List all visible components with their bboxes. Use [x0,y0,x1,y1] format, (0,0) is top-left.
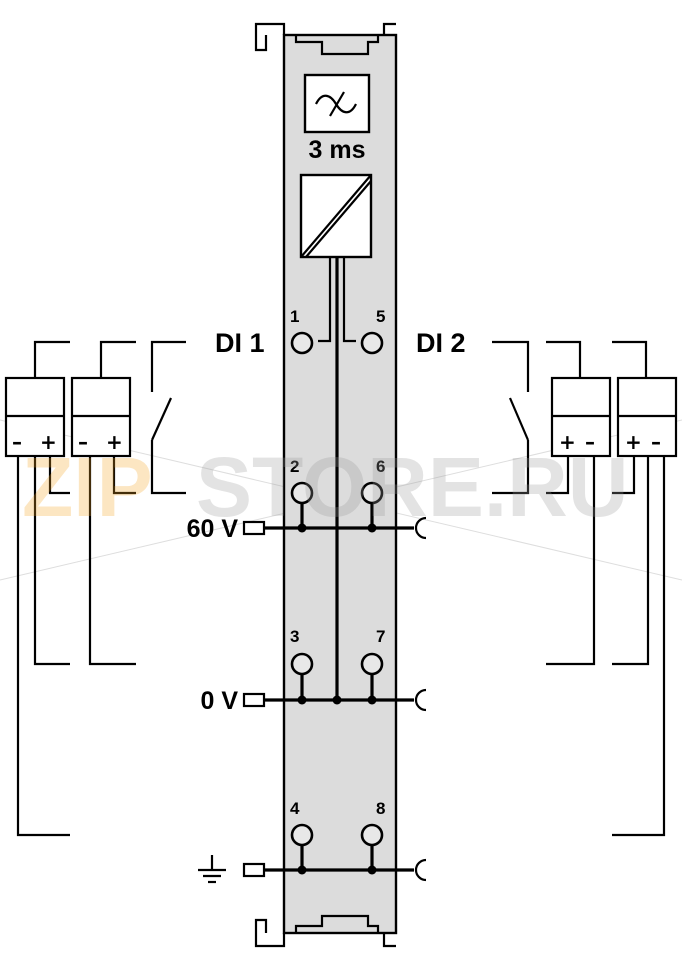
terminal-1 [290,331,314,355]
terminal-4 [290,823,314,847]
terminal-8 [360,823,384,847]
left-2-minus: – [78,430,88,454]
terminal-number-1: 1 [290,307,299,326]
ground-icon [198,855,226,884]
left-1-plus: + [40,430,57,454]
left-2-plus: + [106,430,123,454]
terminal-number-5: 5 [376,307,385,326]
terminal-number-8: 8 [376,799,385,818]
terminal-number-2: 2 [290,457,299,476]
terminal-3 [290,652,314,676]
filter-time-label: 3 ms [309,136,366,164]
power-rails [242,503,427,882]
left-1-minus: – [12,430,22,454]
right-2-plus: + [625,430,642,454]
terminal-numbers: 1 2 3 4 5 6 7 8 [290,307,385,818]
terminal-5 [360,331,384,355]
terminal-number-6: 6 [376,457,385,476]
watermark-part-1: ZIP [22,440,153,534]
terminal-7 [360,652,384,676]
left-sensors [4,340,186,837]
channel-di1-label: DI 1 [215,328,265,358]
terminal-number-4: 4 [290,799,300,818]
right-sensors [492,340,678,837]
isolation-block [299,173,373,259]
voltage-0v-label: 0 V [200,687,238,715]
internal-wiring [318,257,356,700]
terminal-number-3: 3 [290,627,299,646]
watermark: ZIP STORE.RU [22,440,629,534]
channel-di2-label: DI 2 [416,328,466,358]
right-2-minus: – [651,430,661,454]
polarity-marks: – + – + + – + – [12,430,661,454]
voltage-60v-label: 60 V [187,515,239,543]
terminal-number-7: 7 [376,627,385,646]
right-1-plus: + [559,430,576,454]
right-1-minus: – [585,430,595,454]
watermark-part-2: STORE.RU [196,440,629,534]
filter-block: 3 ms [303,73,371,164]
terminal-contacts [290,331,384,847]
